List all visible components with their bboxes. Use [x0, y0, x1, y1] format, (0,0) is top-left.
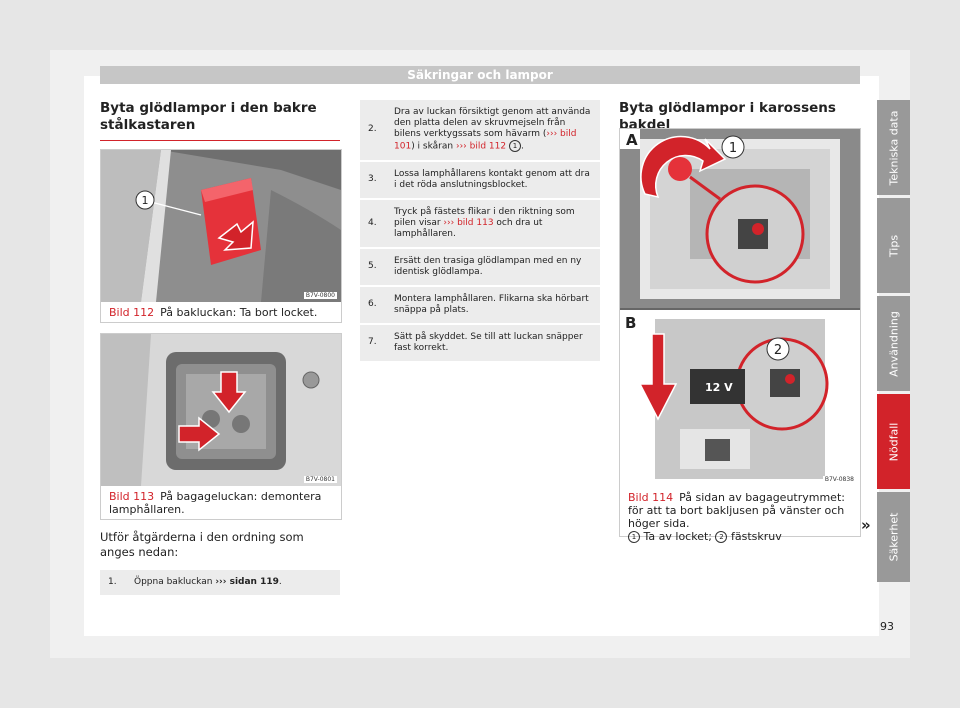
page-number: 93 [880, 620, 894, 633]
step-number: 4. [368, 217, 377, 228]
figure-113-code: B7V-0801 [303, 476, 337, 483]
left-steps: 1. Öppna bakluckan ››› sidan 119. [100, 570, 340, 597]
figure-112-caption: Bild 112 På bakluckan: Ta bort locket. [109, 306, 333, 319]
intro-paragraph: Utför åtgärderna i den ordning som anges… [100, 530, 304, 559]
middle-steps: 2. Dra av luckan försiktigt genom att an… [360, 100, 600, 363]
section-header: Säkringar och lampor [100, 66, 860, 84]
step-number: 2. [368, 124, 377, 135]
step-text: Dra av luckan försiktigt genom att använ… [394, 107, 591, 139]
step-text-mid: ) i skåran [411, 141, 456, 152]
callout-1-icon: 1 [628, 531, 640, 543]
figure-113-caption-text: På bagageluckan: demontera lamp­hållaren… [109, 490, 322, 516]
step-item: 5. Ersätt den trasiga glödlampan med en … [360, 248, 600, 285]
step-text: Ersätt den trasiga glödlampan med en ny … [394, 255, 582, 277]
step-text: Tryck på fästets flikar i den riktning s… [394, 206, 575, 228]
step-text: Montera lamphållaren. Flikarna ska hörba… [394, 293, 589, 315]
tab-label: Tips [887, 234, 900, 257]
figure-114-caption-text: På sidan av bagageutrymmet: för att ta b… [628, 491, 845, 530]
step-end: . [520, 141, 524, 152]
panel-a-label: A [626, 131, 638, 149]
tab-tekniska-data[interactable]: Tekniska data [877, 100, 910, 195]
continue-mark: » [861, 516, 871, 534]
step-number: 1. [108, 577, 117, 587]
tab-label: Säkerhet [887, 512, 900, 562]
figure-112-label: Bild 112 [109, 306, 155, 319]
step-text: Lossa lamphållarens kontakt genom att dr… [394, 168, 590, 190]
figure-112-callout: 1 [142, 194, 149, 207]
figure-112-code: B7V-0800 [303, 292, 337, 299]
title-rule [100, 140, 340, 141]
figure-114-volt-label: 12 V [705, 381, 733, 394]
step-end: . [278, 577, 282, 587]
step-item: 2. Dra av luckan försiktigt genom att an… [360, 100, 600, 160]
tab-label: Nödfall [887, 422, 900, 461]
step-number: 5. [368, 261, 377, 271]
step-number: 3. [368, 174, 377, 184]
figure-114-code: B7V-0838 [822, 476, 856, 483]
step-item: 7. Sätt på skyddet. Se till att luckan s… [360, 324, 600, 361]
panel-b-label: B [625, 314, 636, 332]
tab-anvandning[interactable]: Användning [877, 296, 910, 391]
step-text: Öppna bakluckan [134, 577, 213, 587]
left-section-heading: Byta glödlampor i den bakre stålkas­tare… [100, 100, 340, 141]
tab-nodfall[interactable]: Nödfall [877, 394, 910, 489]
figure-112: 1 B7V-0800 Bild 112 På bakluckan: Ta bort… [100, 149, 342, 323]
callout-2-icon: 2 [715, 531, 728, 543]
tab-sakerhet[interactable]: Säkerhet [877, 492, 910, 582]
figure-112-image: 1 B7V-0800 [101, 150, 341, 302]
step-number: 6. [368, 299, 377, 309]
tab-tips[interactable]: Tips [877, 198, 910, 293]
figure-114-image: 1 12 V 2 A B B7V-0838 [620, 129, 860, 486]
step-item: 4. Tryck på fästets flikar i den riktnin… [360, 199, 600, 247]
step-ref-link[interactable]: ››› bild 101 [394, 129, 577, 152]
step-ref-link[interactable]: ››› sidan 119 [215, 577, 279, 587]
figure-114-callout-1: 1 [729, 141, 737, 156]
step-end: och dra ut lamphållaren. [394, 217, 543, 239]
tab-label: Användning [887, 310, 900, 377]
step-item: 6. Montera lamphållaren. Flikarna ska hö… [360, 286, 600, 323]
left-section-title: Byta glödlampor i den bakre stålkas­tare… [100, 100, 317, 133]
step-ref-link[interactable]: ››› bild 112 [455, 141, 507, 152]
figure-112-caption-text: På bakluckan: Ta bort locket. [160, 306, 318, 319]
callout-1-icon: 1 [508, 140, 521, 152]
figure-114-label: Bild 114 [628, 491, 674, 504]
step-item: 1. Öppna bakluckan ››› sidan 119. [100, 570, 340, 595]
callout-2-text: fästskruv [730, 530, 782, 543]
tab-label: Tekniska data [887, 110, 900, 185]
step-text: Sätt på skyddet. Se till att luckan snäp… [394, 331, 583, 353]
figure-114-callout-2: 2 [774, 343, 782, 358]
step-item: 3. Lossa lamphållarens kontakt genom att… [360, 161, 600, 198]
figure-113-label: Bild 113 [109, 490, 155, 503]
step-ref-link[interactable]: ››› bild 113 [443, 217, 494, 228]
figure-113-image: B7V-0801 [101, 334, 341, 486]
callout-1-text: Ta av locket; [643, 530, 712, 543]
step-number: 7. [368, 337, 377, 347]
